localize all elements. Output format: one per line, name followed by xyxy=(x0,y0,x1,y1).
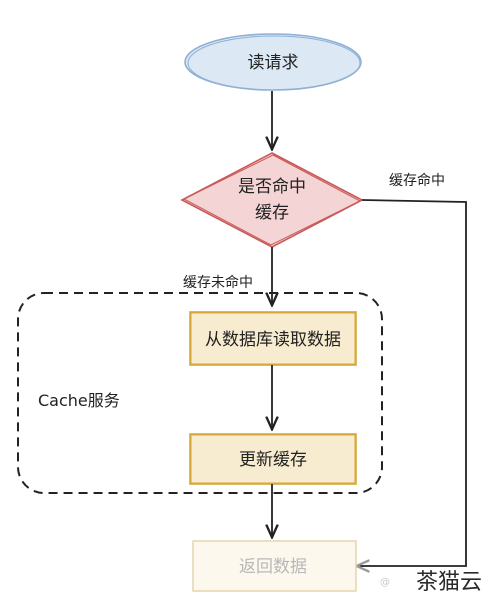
cache-miss-label: 缓存未命中 xyxy=(183,274,253,291)
update-cache-box-sketch xyxy=(190,434,356,484)
read-db-box xyxy=(189,311,357,366)
read-db-label: 从数据库读取数据 xyxy=(205,330,341,350)
decision-node-label-line2: 缓存 xyxy=(255,203,289,223)
decision-node-label-line1: 是否命中 xyxy=(238,177,306,197)
return-data-label: 返回数据 xyxy=(239,557,307,577)
start-node-ellipse-sketch xyxy=(187,35,361,91)
start-node-label: 读请求 xyxy=(248,53,299,73)
return-data-box xyxy=(192,540,357,592)
arrow-cache-hit xyxy=(358,199,467,566)
cache-service-group xyxy=(17,292,383,494)
read-db-box-sketch xyxy=(190,312,356,365)
cache-service-label: Cache服务 xyxy=(38,391,120,410)
decision-node-diamond xyxy=(180,152,364,248)
decision-node-diamond-sketch xyxy=(182,154,362,246)
watermark-small-text: @ xyxy=(380,577,390,588)
watermark-label: 茶猫云 xyxy=(416,570,482,595)
cache-hit-label: 缓存命中 xyxy=(389,172,445,189)
update-cache-label: 更新缓存 xyxy=(239,450,307,470)
update-cache-box xyxy=(189,433,357,485)
